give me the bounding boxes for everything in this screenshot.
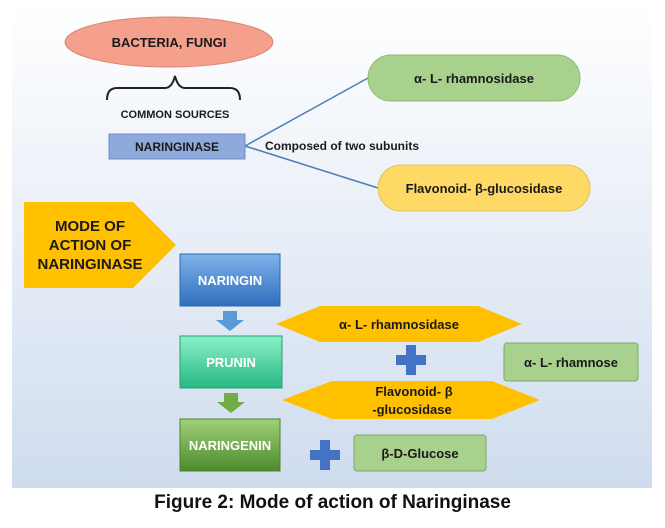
brace-label: COMMON SOURCES [121,109,230,121]
down-arrow-1 [216,311,244,331]
subunit-2-label: Flavonoid- β-glucosidase [406,181,563,196]
step-2-enzyme-line-2: -glucosidase [372,402,451,417]
rhamnose-box [503,342,639,382]
prunin-label: PRUNIN [206,355,256,370]
glucose-box [353,434,487,472]
mode-of-action-arrow [24,202,176,288]
subunit-1-pill [367,54,581,102]
step-2-enzyme-line-1: Flavonoid- β [375,384,452,399]
sources-brace [106,75,241,101]
step-1-enzyme-hexagon [276,306,522,342]
naringinase-box [108,133,246,160]
rhamnose-label: α- L- rhamnose [524,355,618,370]
mode-line-1: MODE OF [55,218,125,235]
mode-line-2: ACTION OF [49,237,132,254]
composition-note: Composed of two subunits [265,139,419,153]
naringenin-label: NARINGENIN [189,438,271,453]
connector-line-subunit-1 [244,77,369,147]
mode-line-3: NARINGINASE [37,256,142,273]
sources-oval [64,16,274,68]
figure-caption: Figure 2: Mode of action of Naringinase [154,492,511,513]
down-arrow-2 [217,393,245,413]
glucose-label: β-D-Glucose [381,446,458,461]
naringinase-label: NARINGINASE [135,140,219,154]
subunit-1-label: α- L- rhamnosidase [414,71,534,86]
naringin-box [179,253,281,307]
connector-line-subunit-2 [244,145,379,189]
step-1-enzyme-label: α- L- rhamnosidase [339,317,459,332]
prunin-box [179,335,283,389]
naringin-label: NARINGIN [198,273,262,288]
plus-icon-2 [310,440,340,470]
plus-icon-1 [396,345,426,375]
step-2-enzyme-hexagon [282,381,540,419]
naringenin-box [179,418,281,472]
sources-label: BACTERIA, FUNGI [112,35,227,50]
subunit-2-pill [377,164,591,212]
